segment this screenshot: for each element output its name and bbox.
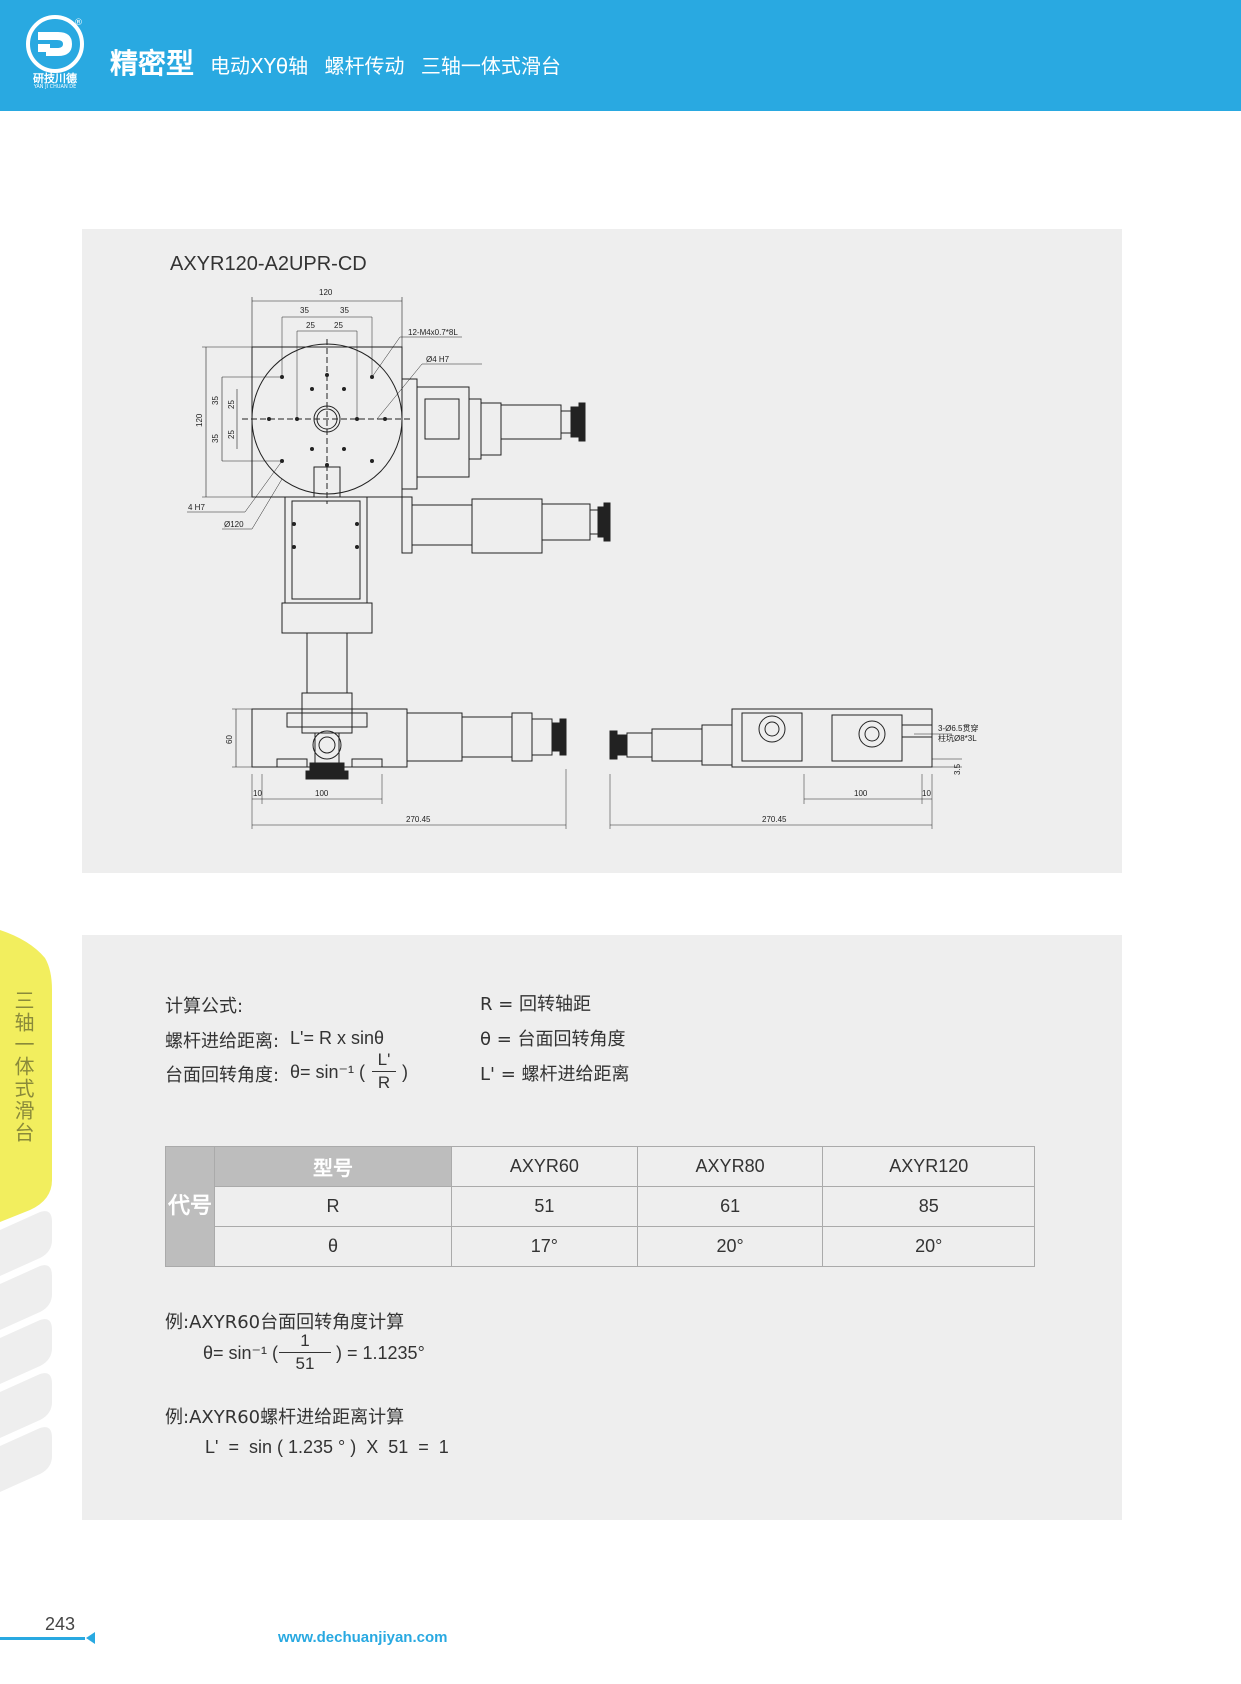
dim-120-left: 120 (195, 413, 204, 427)
fraction-bar (372, 1071, 396, 1072)
formula-line2-close: ) (402, 1062, 408, 1082)
def-l: L' = 螺杆进给距离 (480, 1064, 630, 1085)
table-header-row: 代号 型号 AXYR60 AXYR80 AXYR120 (165, 1146, 1035, 1267)
example1-pre: θ= sin⁻¹ ( (203, 1343, 279, 1363)
pin-note: Ø4 H7 (426, 355, 450, 364)
dim-25-left: 25 (306, 321, 315, 330)
example2-title: 例:AXYR60螺杆进给距离计算 (165, 1407, 405, 1428)
hole-note-1: 3-Ø6.5贯穿 (938, 723, 978, 733)
side-tab-decoration (0, 930, 52, 1492)
row-header-code: 代号 (165, 1146, 215, 1267)
formula-line2-expr: θ= sin⁻¹ ( (290, 1062, 366, 1082)
dim-length-side: 270.45 (762, 815, 787, 824)
hole-note-2: 柱坑Ø8*3L (938, 733, 977, 743)
dim-25-right: 25 (334, 321, 343, 330)
table-cell: 20° (822, 1226, 1035, 1267)
dim-10-front: 10 (253, 789, 262, 798)
page-header: 研技川德 YAN JI CHUAN DE ® 精密型 电动XYθ轴 螺杆传动 三… (0, 0, 1241, 111)
example1-fraction: 1 51 (279, 1331, 331, 1374)
model-col-1: AXYR60 (451, 1146, 638, 1187)
registered-mark: ® (74, 18, 83, 28)
dim-35-left: 35 (300, 306, 309, 315)
dim-100-side: 100 (854, 789, 868, 798)
table-cell: 51 (451, 1186, 638, 1227)
formula-line1-expr: L'= R x sinθ (290, 1028, 384, 1048)
fraction-bar (279, 1352, 331, 1353)
table-row: θ 17° 20° 20° (166, 1226, 1035, 1267)
dim-35-right: 35 (340, 306, 349, 315)
model-title: AXYR120-A2UPR-CD (170, 253, 367, 275)
website-link[interactable]: www.dechuanjiyan.com (278, 1629, 448, 1646)
example1-post: ) = 1.1235° (336, 1343, 425, 1363)
formula-line1-label: 螺杆进给距离: (165, 1031, 280, 1052)
example1-title: 例:AXYR60台面回转角度计算 (165, 1312, 405, 1333)
dim-height-60: 60 (225, 735, 234, 744)
example1-numerator: 1 (300, 1331, 310, 1350)
example2-expr: L' = sin ( 1.235 ° ) X 51 = 1 (205, 1437, 449, 1457)
arrow-left-icon (86, 1632, 95, 1644)
dim-3-5: 3.5 (953, 763, 962, 775)
def-r: R = 回转轴距 (480, 994, 592, 1015)
disc-diameter: Ø120 (224, 520, 244, 529)
dim-120-top: 120 (319, 288, 333, 297)
spec-table: 代号 型号 AXYR60 AXYR80 AXYR120 R 51 61 85 θ… (165, 1146, 1035, 1267)
fraction-numerator: L' (377, 1050, 391, 1069)
formula-fraction: L' R (372, 1050, 396, 1093)
def-theta: θ = 台面回转角度 (480, 1029, 626, 1050)
side-tab-label: 三轴一体式滑台 (11, 990, 35, 1144)
page-number: 243 (45, 1614, 76, 1634)
model-col-2: AXYR80 (636, 1146, 824, 1187)
row-label-theta: θ (214, 1226, 452, 1267)
formula-title: 计算公式: (165, 996, 244, 1017)
row-label-r: R (214, 1186, 452, 1227)
dim-25-upper: 25 (227, 400, 236, 409)
logo-subtext: YAN JI CHUAN DE (33, 84, 77, 90)
col-header-model: 型号 (214, 1146, 452, 1187)
technical-drawing: 120 35 35 25 25 12-M4x0.7*8L Ø4 H7 4 H7 … (187, 288, 978, 829)
pin-note-left: 4 H7 (188, 503, 205, 512)
table-cell: 20° (636, 1226, 824, 1267)
dim-25-lower: 25 (227, 430, 236, 439)
page-number-underline (0, 1637, 85, 1640)
header-subtitle: 电动XYθ轴 螺杆传动 三轴一体式滑台 (210, 54, 561, 78)
table-cell: 17° (451, 1226, 638, 1267)
fraction-denominator: R (377, 1073, 391, 1092)
thread-note: 12-M4x0.7*8L (408, 328, 458, 337)
table-row: R 51 61 85 (166, 1186, 1035, 1227)
dim-10-side: 10 (922, 789, 931, 798)
table-cell: 85 (822, 1186, 1035, 1227)
formula-line2-label: 台面回转角度: (165, 1065, 280, 1086)
dim-35-upper: 35 (211, 396, 220, 405)
dim-100-front: 100 (315, 789, 329, 798)
model-col-3: AXYR120 (822, 1146, 1035, 1187)
header-title: 精密型 (110, 47, 195, 80)
logo-text: 研技川德 (33, 72, 77, 85)
brand-logo-icon (26, 15, 84, 73)
drawing-panel: AXYR120-A2UPR-CD (82, 229, 1122, 873)
dim-length-front: 270.45 (406, 815, 431, 824)
dim-35-lower: 35 (211, 434, 220, 443)
table-cell: 61 (636, 1186, 824, 1227)
example1-denominator: 51 (295, 1354, 315, 1373)
